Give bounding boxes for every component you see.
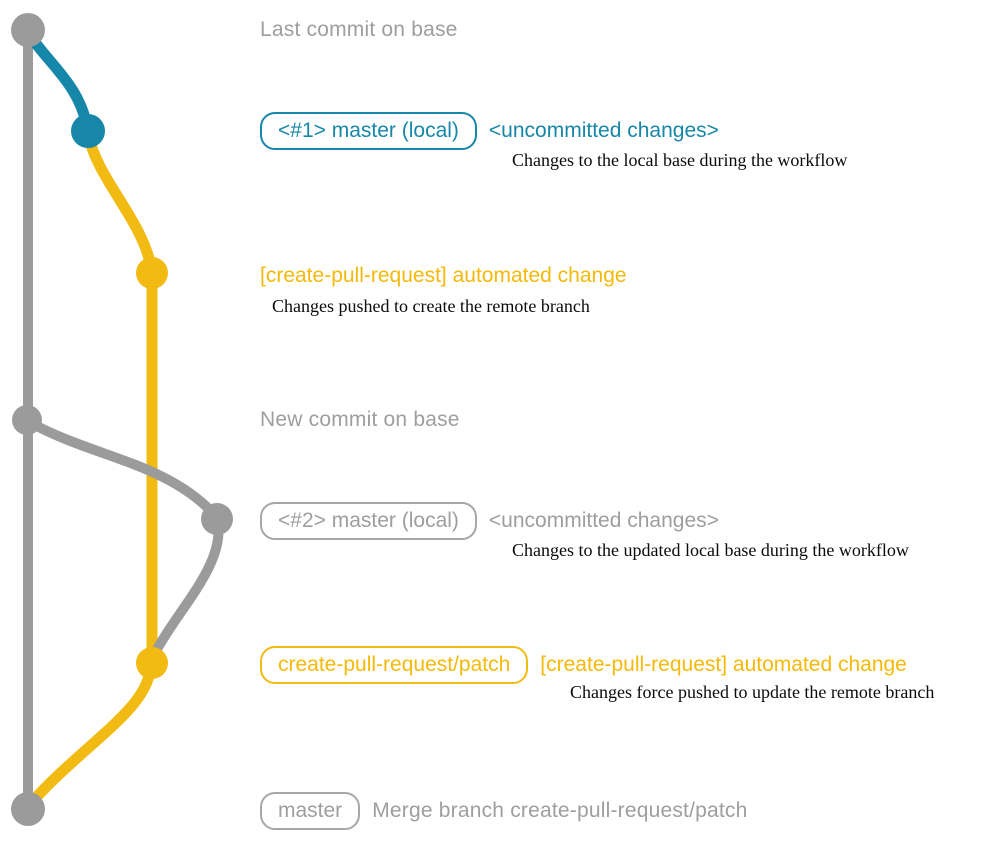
branch-badge-master: master: [260, 792, 361, 830]
label-uncommitted-changes-1: <uncommitted changes>: [488, 119, 719, 142]
commit-node-automated-1: [136, 257, 168, 289]
commit-graph: [11, 13, 233, 826]
branch-badge-master-local-1: <#1> master (local): [260, 112, 477, 150]
commit-node-uncommitted-1: [71, 114, 105, 148]
branch-badge-label: master: [278, 799, 343, 822]
branch-badge-patch: create-pull-request/patch: [260, 646, 529, 684]
patch-merge-curve: [24, 664, 156, 810]
commit-node-new-base: [12, 405, 42, 435]
branch-badge-label: create-pull-request/patch: [278, 653, 511, 676]
patch-branch-curve-1: [82, 127, 157, 272]
branch-badge-label: <#2> master (local): [278, 509, 459, 532]
rebase-merge-curve: [150, 519, 224, 658]
label-automated-change-2: [create-pull-request] automated change: [540, 653, 907, 676]
desc-uncommitted-changes-2: Changes to the updated local base during…: [512, 540, 909, 560]
desc-automated-change-2: Changes force pushed to update the remot…: [570, 682, 935, 702]
label-uncommitted-changes-2: <uncommitted changes>: [488, 509, 719, 532]
local-branch-curve-1: [22, 26, 93, 132]
label-last-commit-on-base: Last commit on base: [260, 18, 458, 41]
local-branch-curve-2: [24, 417, 219, 519]
branch-badge-label: <#1> master (local): [278, 119, 459, 142]
commit-node-last-base: [11, 13, 45, 47]
label-automated-change-1: [create-pull-request] automated change: [260, 264, 627, 287]
label-merge-branch: Merge branch create-pull-request/patch: [372, 799, 748, 822]
branch-badge-master-local-2: <#2> master (local): [260, 502, 477, 540]
commit-node-uncommitted-2: [201, 503, 233, 535]
desc-automated-change-1: Changes pushed to create the remote bran…: [272, 296, 590, 316]
commit-node-automated-2: [136, 647, 168, 679]
label-new-commit-on-base: New commit on base: [260, 408, 460, 431]
desc-uncommitted-changes-1: Changes to the local base during the wor…: [512, 150, 848, 170]
commit-node-merge: [11, 792, 45, 826]
